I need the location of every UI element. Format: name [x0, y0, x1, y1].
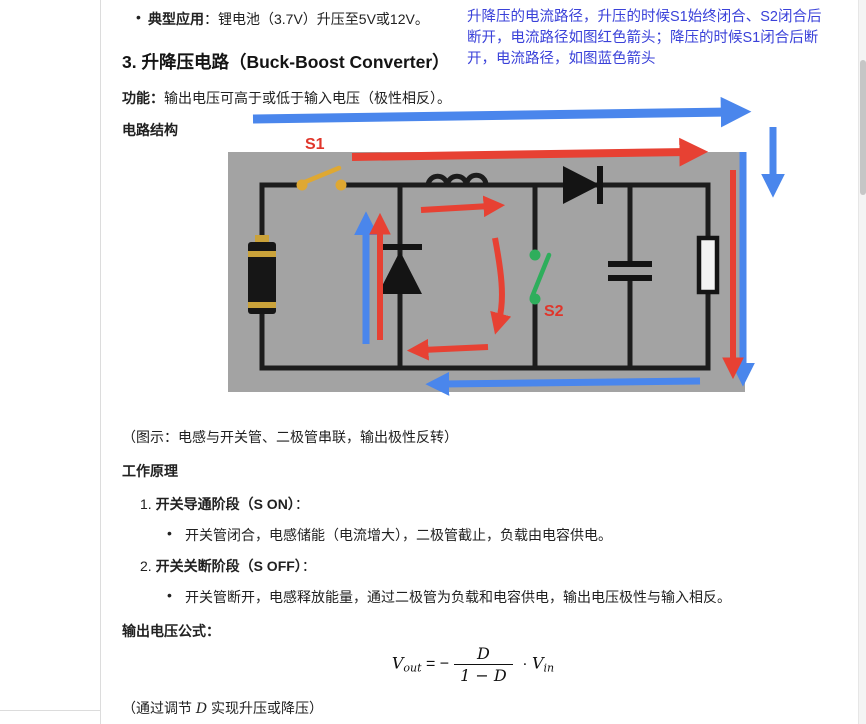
step-1-number: 1.	[140, 496, 152, 512]
formula-dot: ·	[522, 655, 528, 673]
scrollbar-thumb[interactable]	[860, 60, 866, 195]
typical-application-item: 典型应用：锂电池（3.7V）升压至5V或12V。	[148, 9, 429, 29]
formula-label: 输出电压公式：	[122, 623, 220, 639]
step-2-title: 开关关断阶段（S OFF）	[155, 558, 302, 574]
formula-vout-sub: out	[403, 661, 422, 675]
annotation-note: 升降压的电流路径，升压的时候S1始终闭合、S2闭合后 断开，电流路径如图红色箭头…	[467, 7, 859, 70]
battery-icon	[248, 235, 276, 314]
function-line: 功能：输出电压可高于或低于输入电压（极性相反）。	[122, 88, 451, 108]
footnote-pre: （通过调节	[122, 700, 196, 716]
step-1-title-line: 1. 开关导通阶段（S ON）：	[140, 494, 309, 514]
principle-label: 工作原理	[122, 463, 178, 479]
s2-label: S2	[544, 303, 564, 320]
annotation-line-1: 升降压的电流路径，升压的时候S1始终闭合、S2闭合后	[467, 9, 822, 25]
annotation-line-3: 开，电流路径，如图蓝色箭头	[467, 51, 656, 67]
function-text: 输出电压可高于或低于输入电压（极性相反）。	[164, 90, 451, 106]
footnote: （通过调节 D 实现升压或降压）	[122, 698, 323, 719]
step-2-title-line: 2. 开关关断阶段（S OFF）：	[140, 556, 316, 576]
diagram-caption: （图示：电感与开关管、二极管串联，输出极性反转）	[122, 429, 458, 445]
circuit-schematic	[248, 165, 720, 371]
page-bottom-border	[0, 710, 100, 711]
typical-application-label: 典型应用	[148, 11, 204, 27]
structure-label: 电路结构	[122, 122, 178, 138]
footnote-variable: D	[195, 701, 208, 717]
function-label: 功能：	[122, 90, 164, 106]
formula-vin-sub: in	[543, 661, 555, 675]
list-bullet: •	[136, 9, 141, 25]
step-2-colon: ：	[301, 558, 316, 574]
step-2-number: 2.	[140, 558, 152, 574]
s1-label: S1	[305, 136, 325, 153]
switch-s1-icon	[296, 165, 347, 191]
list-bullet: •	[167, 525, 172, 541]
formula-vin: V	[531, 653, 544, 673]
formula-numerator: D	[454, 644, 513, 665]
switch-s2-icon	[529, 249, 552, 305]
formula-minus: −	[439, 655, 450, 673]
branch-diode-icon	[378, 244, 422, 294]
step-1-colon: ：	[294, 496, 309, 512]
page-left-border	[100, 0, 101, 724]
series-diode-icon	[563, 166, 603, 204]
step-2-detail: 开关管断开，电感释放能量，通过二极管为负载和电容供电，输出电压极性与输入相反。	[185, 589, 731, 605]
inductor-icon	[425, 172, 489, 186]
formula-denominator: 1 − D	[460, 666, 507, 685]
typical-application-text: ：锂电池（3.7V）升压至5V或12V。	[204, 11, 429, 27]
scrollbar[interactable]	[858, 0, 866, 724]
footnote-post: 实现升压或降压）	[207, 700, 324, 716]
formula-equals: =	[426, 655, 436, 673]
step-1-title: 开关导通阶段（S ON）	[155, 496, 295, 512]
step-1-detail: 开关管闭合，电感储能（电流增大），二极管截止，负载由电容供电。	[185, 527, 612, 543]
capacitor-icon	[608, 261, 652, 281]
list-bullet: •	[167, 587, 172, 603]
section-heading: 3. 升降压电路（Buck-Boost Converter）	[122, 52, 450, 72]
circuit-diagram-image	[228, 152, 745, 392]
annotation-line-2: 断开，电流路径如图红色箭头；降压的时候S1闭合后断	[467, 30, 819, 46]
blue-arrow-top	[252, 96, 752, 128]
resistor-icon	[696, 235, 720, 295]
formula-vout: V	[391, 653, 404, 673]
